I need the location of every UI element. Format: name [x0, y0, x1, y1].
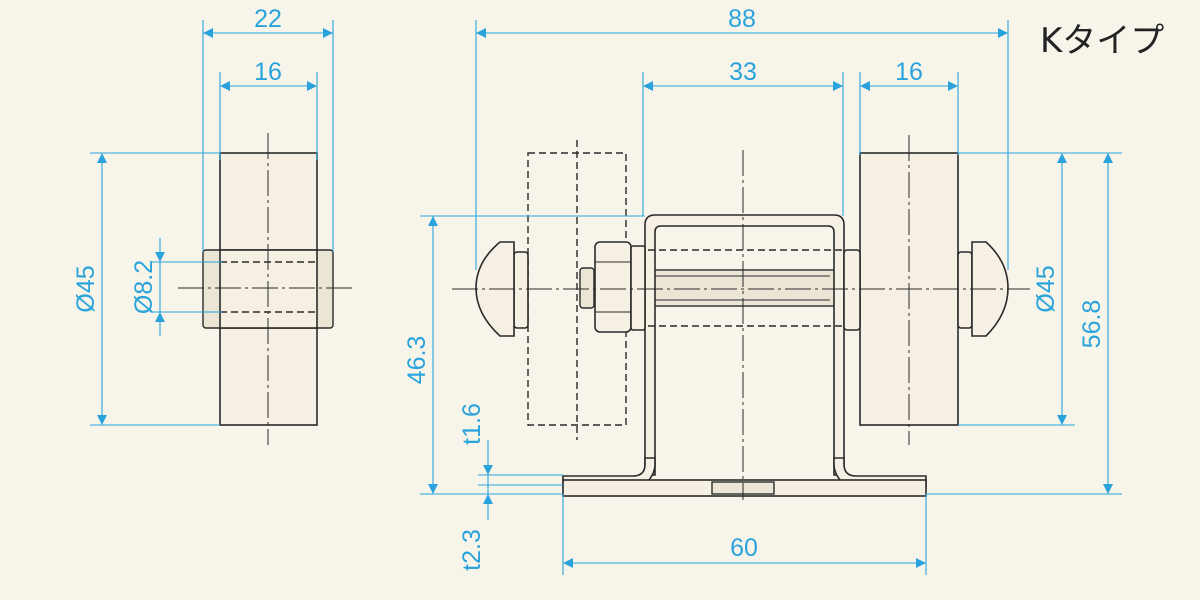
dim-front-width-total: 88 [728, 5, 756, 33]
dim-side-axle-dia: Ø8.2 [130, 260, 158, 314]
nut-washer [630, 245, 646, 331]
left-spacer [513, 251, 529, 329]
u-bracket [644, 214, 845, 476]
dim-side-width-total: 22 [254, 5, 282, 33]
dim-plate-thickness-upper: t1.6 [458, 403, 486, 445]
side-view [178, 133, 355, 445]
side-dimensions: 22 16 Ø45 Ø8.2 [72, 5, 334, 426]
dim-side-outer-dia: Ø45 [72, 265, 100, 312]
right-cap-spacer [957, 251, 973, 329]
bolt-end [579, 267, 595, 309]
right-spacer [843, 249, 861, 331]
dim-side-width-wheel: 16 [254, 58, 282, 86]
dim-axle-height: 46.3 [403, 336, 431, 385]
type-title: Kタイプ [1040, 21, 1164, 61]
front-dimensions: 88 33 16 Ø45 56.8 46.3 t1.6 t2.3 [403, 5, 1122, 575]
dim-front-bracket-width: 33 [729, 58, 757, 86]
dim-front-wheel-width: 16 [895, 58, 923, 86]
axle-bolt [629, 269, 845, 307]
dim-front-outer-dia: Ø45 [1032, 265, 1060, 312]
dim-plate-thickness-base: t2.3 [458, 529, 486, 571]
hex-nut [594, 241, 632, 333]
dim-base-width: 60 [730, 534, 758, 562]
dim-total-height: 56.8 [1078, 300, 1106, 349]
front-view [452, 135, 1030, 500]
